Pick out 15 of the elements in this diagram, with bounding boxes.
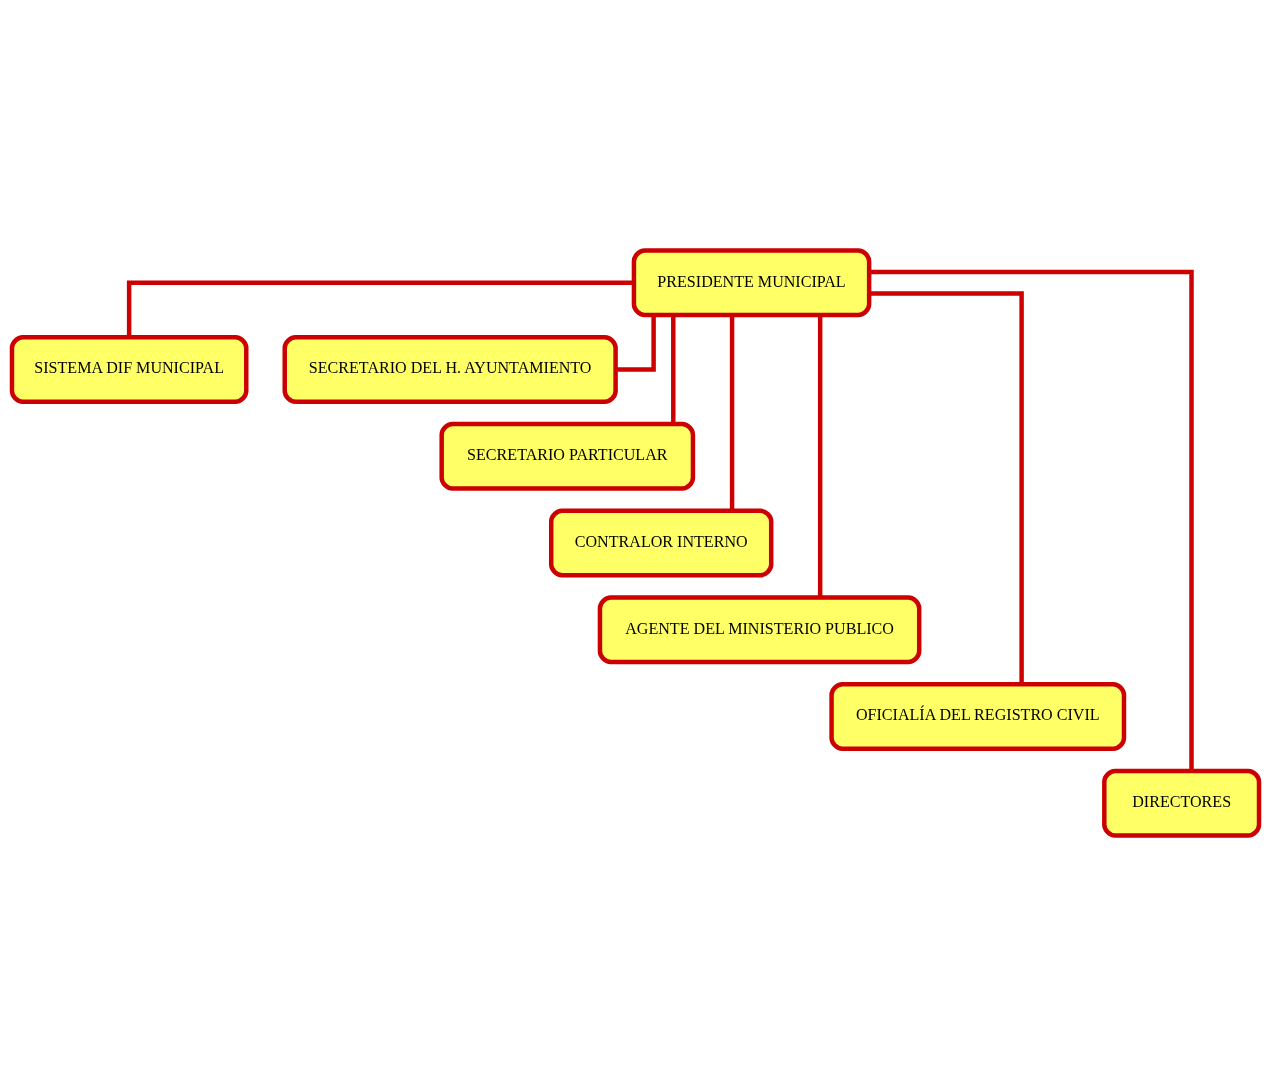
connector: [615, 315, 656, 372]
node-box: CONTRALOR INTERNO: [549, 508, 774, 578]
connector: [671, 315, 676, 424]
node-box: SECRETARIO PARTICULAR: [439, 421, 696, 491]
connector: [729, 315, 735, 511]
connector: [869, 269, 1194, 771]
node-box: OFICIALÍA DEL REGISTRO CIVIL: [829, 682, 1127, 751]
node-box: SISTEMA DIF MUNICIPAL: [9, 335, 249, 404]
connector: [817, 315, 823, 598]
node-box: DIRECTORES: [1102, 768, 1262, 838]
connector: [126, 280, 634, 338]
node-box: PRESIDENTE MUNICIPAL: [631, 248, 872, 318]
node-box: AGENTE DEL MINISTERIO PUBLICO: [597, 595, 922, 665]
node-box: SECRETARIO DEL H. AYUNTAMIENTO: [282, 335, 618, 404]
connector: [869, 291, 1024, 684]
